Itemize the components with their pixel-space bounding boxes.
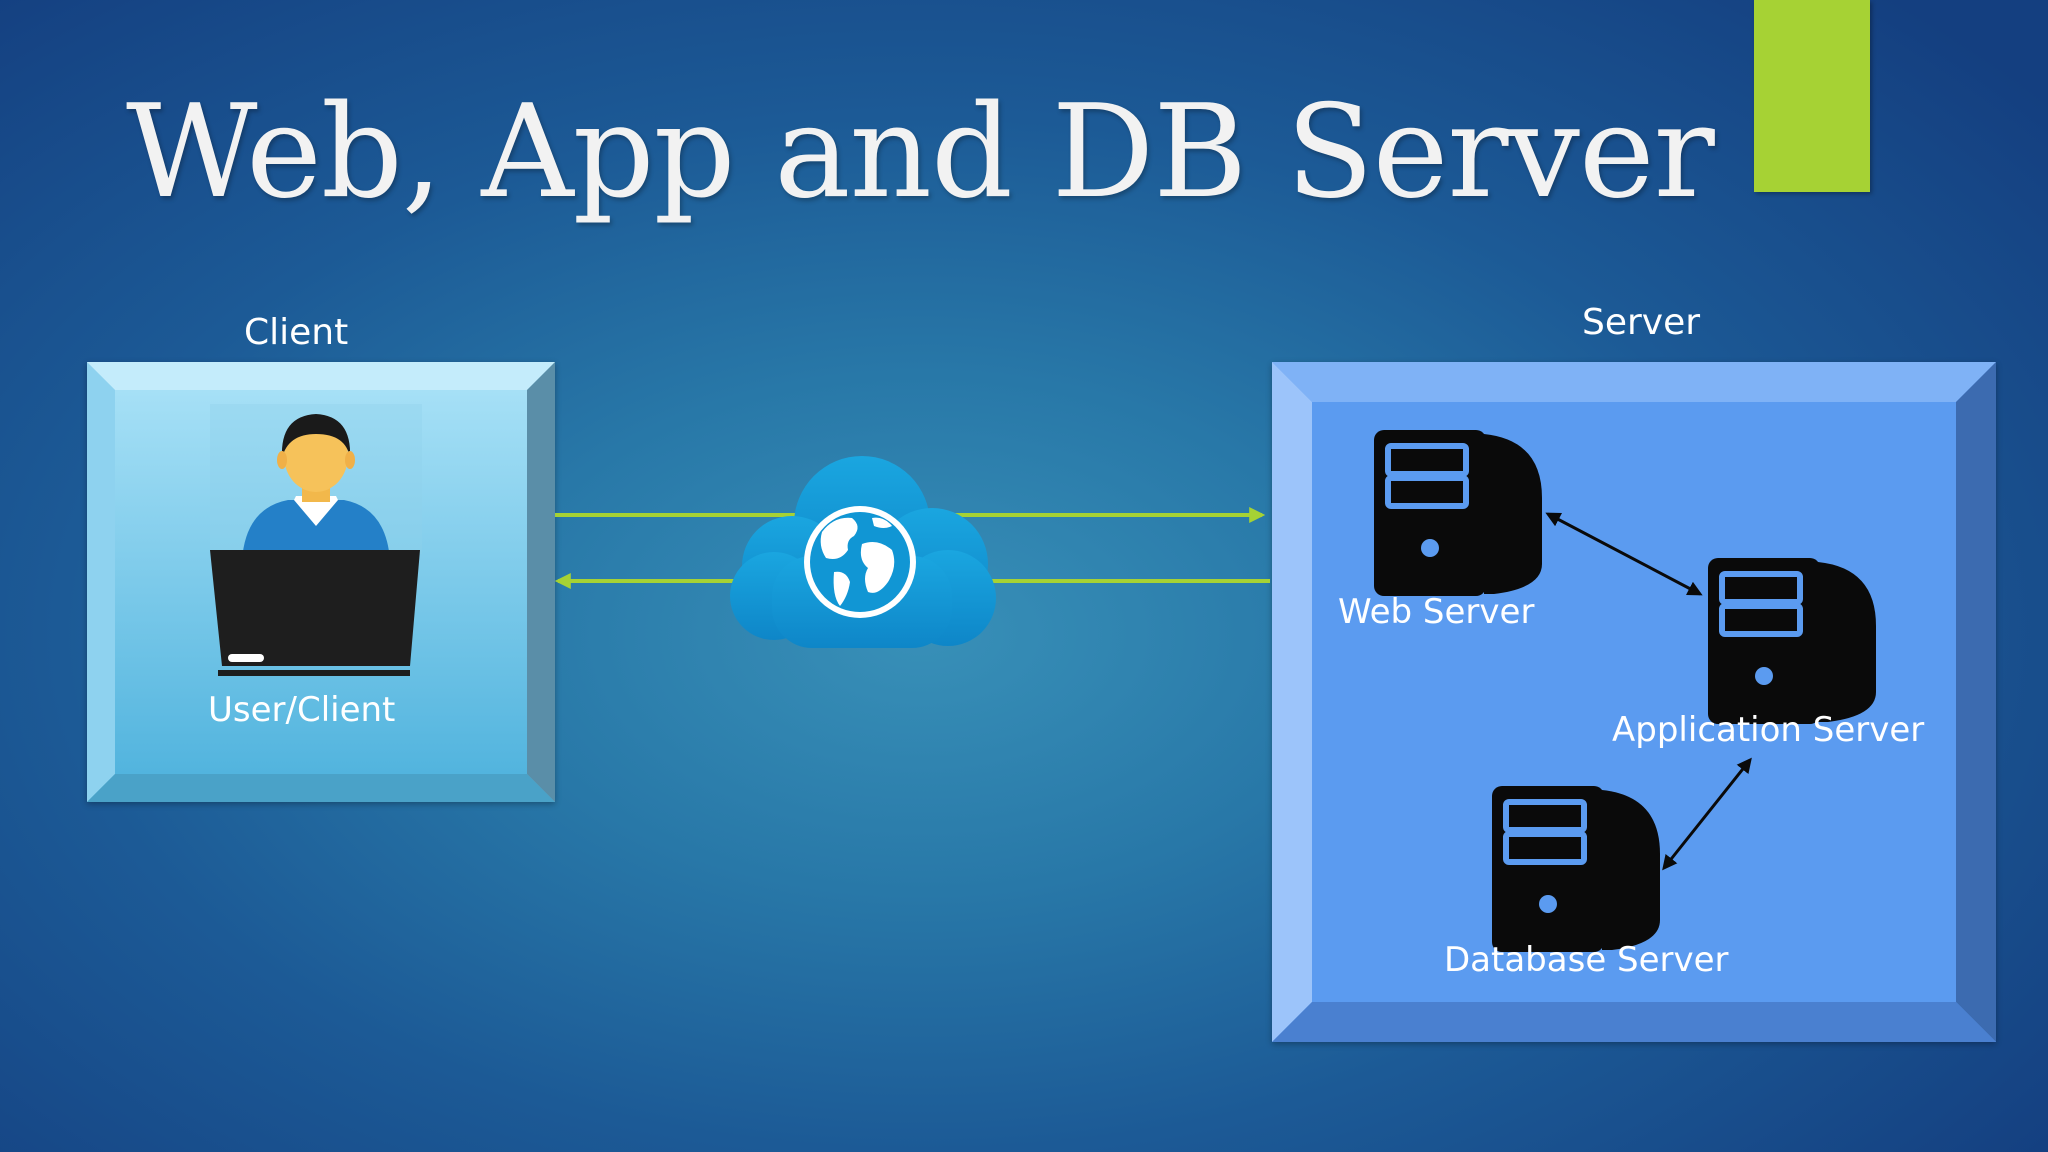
web-server-label: Web Server (1338, 592, 1535, 632)
server-heading: Server (1582, 302, 1701, 343)
database-server-icon (1492, 786, 1660, 952)
client-heading: Client (244, 312, 349, 353)
slide-title: Web, App and DB Server (126, 78, 1715, 227)
application-server-label: Application Server (1612, 710, 1925, 750)
cloud-globe-icon (730, 456, 996, 648)
database-server-label: Database Server (1444, 940, 1729, 980)
accent-bar (1754, 0, 1870, 192)
user-client-label: User/Client (208, 690, 396, 730)
application-server-icon (1708, 558, 1876, 724)
web-server-icon (1374, 430, 1542, 596)
user-laptop-icon (210, 404, 422, 676)
